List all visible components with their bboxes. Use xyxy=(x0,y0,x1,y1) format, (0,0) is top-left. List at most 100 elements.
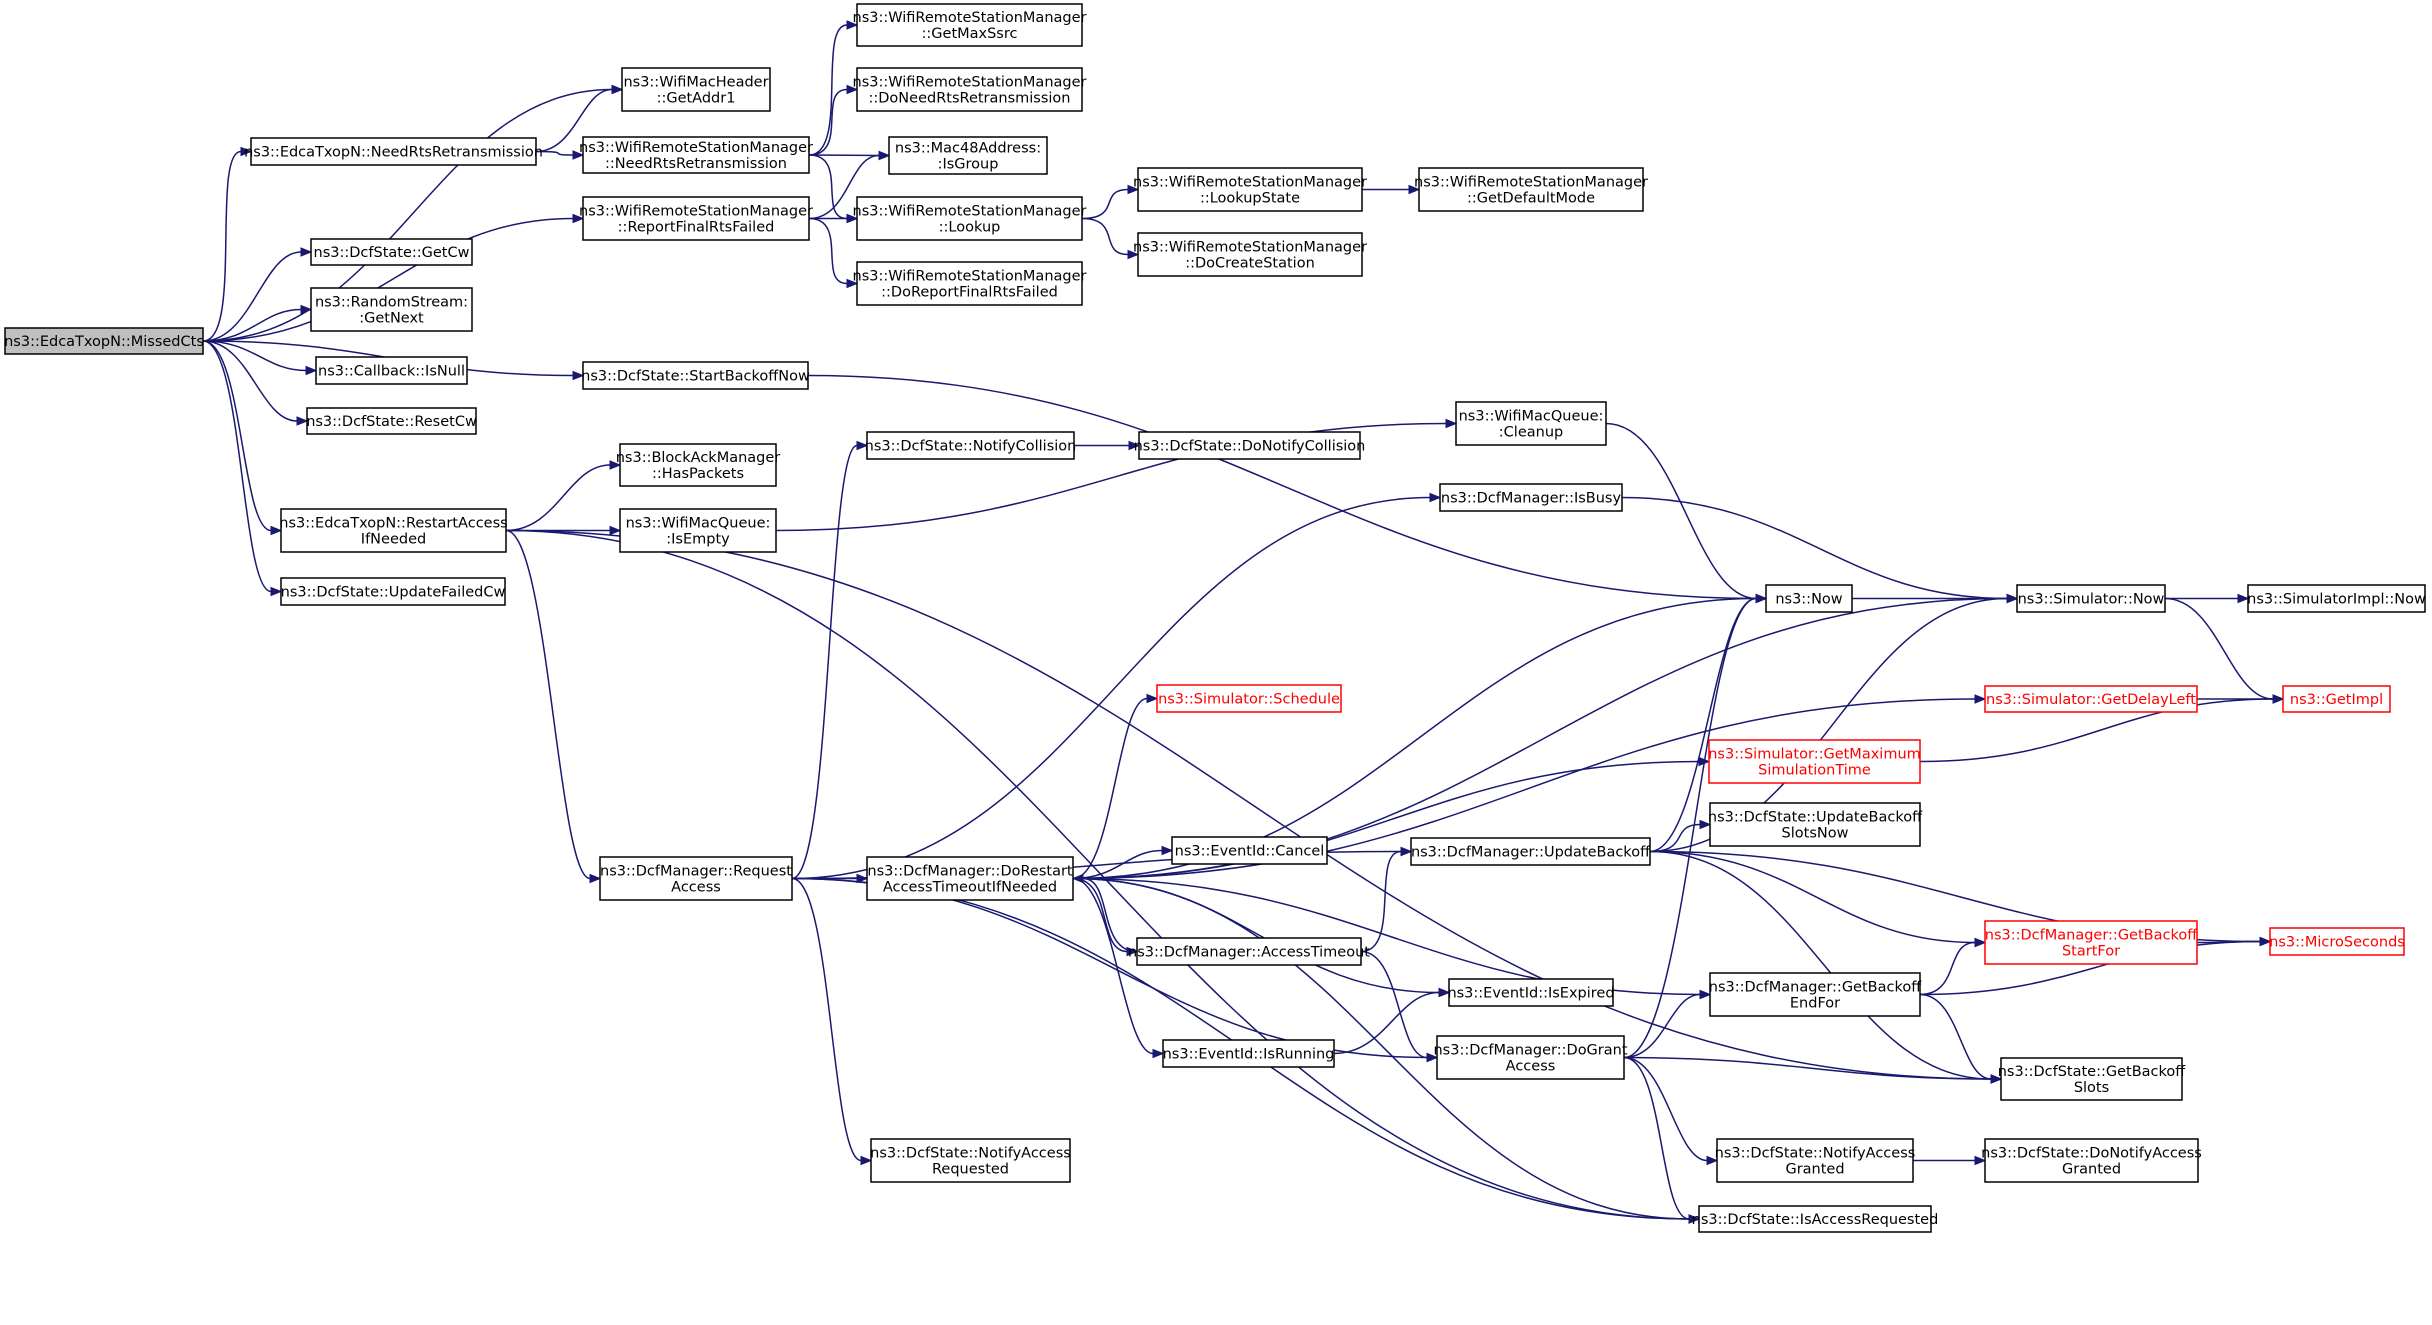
node-event-is-expired[interactable]: ns3::EventId::IsExpired xyxy=(1447,978,1615,1007)
arrowhead xyxy=(609,525,622,536)
node-label: StartFor xyxy=(2062,944,2120,960)
node-box xyxy=(866,431,1075,460)
arrowhead xyxy=(296,416,309,426)
arrowhead xyxy=(846,213,859,224)
node-box xyxy=(280,508,507,553)
node-update-failed-cw[interactable]: ns3::DcfState::UpdateFailedCw xyxy=(280,577,506,606)
node-notify-collision[interactable]: ns3::DcfState::NotifyCollision xyxy=(865,431,1077,460)
node-sim-get-delay-left[interactable]: ns3::Simulator::GetDelayLeft xyxy=(1984,685,2198,713)
edge-wrsm-report-final-to-wrsm-lookup xyxy=(809,213,859,224)
node-access-timeout[interactable]: ns3::DcfManager::AccessTimeout xyxy=(1128,937,1370,966)
node-event-is-running[interactable]: ns3::EventId::IsRunning xyxy=(1162,1039,1335,1068)
node-get-addr1[interactable]: ns3::WifiMacHeader::GetAddr1 xyxy=(621,67,771,112)
edge-do-restart-to-sim-get-delay-left xyxy=(1072,694,1987,880)
edge-need-rts-to-get-addr1 xyxy=(535,84,624,153)
edge-line xyxy=(1072,877,1128,953)
node-dcf-get-cw[interactable]: ns3::DcfState::GetCw xyxy=(310,238,473,266)
node-do-report-final[interactable]: ns3::WifiRemoteStationManager::DoReportF… xyxy=(853,261,1087,306)
node-is-access-requested[interactable]: ns3::DcfState::IsAccessRequested xyxy=(1692,1205,1939,1233)
node-do-need-rts[interactable]: ns3::WifiRemoteStationManager::DoNeedRts… xyxy=(853,67,1087,112)
node-box xyxy=(4,327,204,355)
node-wrsm-report-final[interactable]: ns3::WifiRemoteStationManager::ReportFin… xyxy=(579,196,813,241)
arrowhead xyxy=(1071,873,1084,884)
node-label: :IsEmpty xyxy=(666,532,730,548)
node-label: :IsGroup xyxy=(938,157,999,173)
edge-line xyxy=(202,340,272,532)
edge-line xyxy=(1082,877,1138,953)
node-label: Granted xyxy=(1785,1162,1844,1178)
node-do-restart[interactable]: ns3::DcfManager::DoRestartAccessTimeoutI… xyxy=(866,856,1074,901)
arrowhead xyxy=(2259,936,2272,947)
edge-access-timeout-to-do-restart xyxy=(1071,873,1138,953)
edge-event-is-running-to-event-is-expired xyxy=(1333,987,1451,1055)
node-wrsm-need-rts[interactable]: ns3::WifiRemoteStationManager::NeedRtsRe… xyxy=(579,136,813,174)
node-label: ns3::DcfManager::IsBusy xyxy=(1441,491,1622,507)
edge-sim-get-max-to-get-impl xyxy=(1919,694,2285,763)
node-do-notify-collision[interactable]: ns3::DcfState::DoNotifyCollision xyxy=(1134,431,1366,460)
arrowhead xyxy=(1974,937,1987,948)
node-event-cancel[interactable]: ns3::EventId::Cancel xyxy=(1171,836,1328,865)
node-wrsm-lookup[interactable]: ns3::WifiRemoteStationManager::Lookup xyxy=(853,196,1087,241)
edge-line xyxy=(1072,877,1154,1055)
node-label: AccessTimeoutIfNeeded xyxy=(883,880,1057,896)
node-cb-is-null[interactable]: ns3::Callback::IsNull xyxy=(315,356,468,385)
node-queue-is-empty[interactable]: ns3::WifiMacQueue::IsEmpty xyxy=(619,508,777,553)
edge-restart-access-to-block-ack-has xyxy=(505,460,622,532)
node-need-rts[interactable]: ns3::EdcaTxopN::NeedRtsRetransmission xyxy=(244,137,543,166)
node-lookup-state[interactable]: ns3::WifiRemoteStationManager::LookupSta… xyxy=(1133,167,1367,212)
node-label: ns3::EventId::IsRunning xyxy=(1163,1047,1335,1063)
edge-line xyxy=(202,251,302,342)
node-sim-impl-now[interactable]: ns3::SimulatorImpl::Now xyxy=(2247,584,2426,613)
edge-line xyxy=(791,444,858,880)
node-label: ns3::WifiRemoteStationManager xyxy=(853,204,1087,220)
node-dcf-reset-cw[interactable]: ns3::DcfState::ResetCw xyxy=(306,407,477,435)
node-get-impl[interactable]: ns3::GetImpl xyxy=(2282,685,2391,713)
node-box xyxy=(1698,1205,1932,1233)
edge-get-backoff-end-for-to-get-backoff-slots xyxy=(1919,993,2003,1084)
node-block-ack-has[interactable]: ns3::BlockAckManager::HasPackets xyxy=(616,443,781,487)
arrowhead xyxy=(1128,440,1141,451)
node-label: EndFor xyxy=(1790,996,1840,1012)
node-missed-cts[interactable]: ns3::EdcaTxopN::MissedCts xyxy=(4,327,204,355)
edge-request-access-to-do-grant xyxy=(791,877,1439,1063)
edge-request-access-to-notify-collision xyxy=(791,440,869,880)
node-sim-now[interactable]: ns3::Simulator::Now xyxy=(2016,584,2166,613)
node-label: ns3::WifiMacQueue: xyxy=(1459,409,1604,425)
node-label: ns3::DcfState::NotifyAccess xyxy=(870,1146,1071,1162)
edge-do-grant-to-get-backoff-end-for xyxy=(1623,989,1712,1059)
node-ns3-now[interactable]: ns3::Now xyxy=(1765,584,1853,613)
node-label: ns3::Simulator::GetMaximum xyxy=(1708,747,1921,763)
node-get-max-ssrc[interactable]: ns3::WifiRemoteStationManager::GetMaxSsr… xyxy=(853,3,1087,47)
arrowhead xyxy=(2237,593,2250,604)
arrowhead xyxy=(1974,1155,1987,1166)
edge-wrsm-report-final-to-do-report-final xyxy=(808,217,859,289)
arrowhead xyxy=(1990,1074,2003,1084)
node-sim-schedule[interactable]: ns3::Simulator::Schedule xyxy=(1156,684,1342,713)
node-do-create-station[interactable]: ns3::WifiRemoteStationManager::DoCreateS… xyxy=(1133,232,1367,277)
node-dcf-is-busy[interactable]: ns3::DcfManager::IsBusy xyxy=(1439,483,1623,512)
node-label: :GetNext xyxy=(359,311,424,327)
node-update-backoff[interactable]: ns3::DcfManager::UpdateBackoff xyxy=(1410,837,1651,866)
edge-line xyxy=(1919,698,2274,763)
arrowhead xyxy=(1445,418,1458,429)
node-mac-is-group[interactable]: ns3::Mac48Address::IsGroup xyxy=(888,136,1048,175)
node-queue-cleanup[interactable]: ns3::WifiMacQueue::Cleanup xyxy=(1455,401,1607,446)
node-box xyxy=(1984,920,2198,965)
edge-notify-access-granted-to-do-notify-access-granted xyxy=(1913,1155,1987,1166)
node-get-default-mode[interactable]: ns3::WifiRemoteStationManager::GetDefaul… xyxy=(1414,167,1648,212)
node-micro-seconds[interactable]: ns3::MicroSeconds xyxy=(2269,927,2405,956)
node-random-next[interactable]: ns3::RandomStream::GetNext xyxy=(310,287,473,332)
node-start-backoff-now[interactable]: ns3::DcfState::StartBackoffNow xyxy=(581,361,810,390)
arrowhead xyxy=(1408,184,1421,195)
